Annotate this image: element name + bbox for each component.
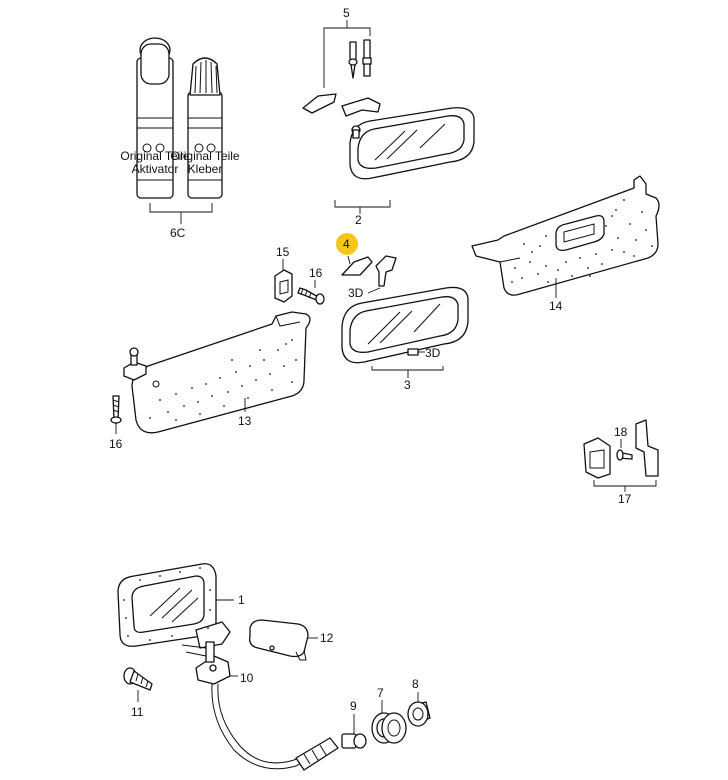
callout-1[interactable]: 1 (238, 593, 245, 607)
visor-clip-15[interactable] (274, 269, 293, 303)
callout-4-highlight (336, 233, 358, 255)
callout-12[interactable]: 12 (320, 631, 334, 645)
adjust-cable[interactable] (211, 683, 321, 770)
callout-3d-b[interactable]: 3D (425, 346, 441, 360)
mirror-assembly-3[interactable] (341, 255, 469, 364)
callout-13[interactable]: 13 (238, 414, 252, 428)
sun-visor-14[interactable] (471, 175, 660, 296)
grommet-7[interactable] (371, 712, 407, 744)
bracket-6c (149, 203, 213, 224)
callout-3d-a[interactable]: 3D (348, 286, 364, 300)
sun-visor-13-texture (149, 339, 297, 421)
screw-11[interactable] (123, 667, 153, 691)
nut-9[interactable] (341, 733, 367, 749)
pin-part-5b[interactable] (362, 39, 372, 77)
wedge-pad-5[interactable] (302, 93, 337, 114)
bracket-3 (371, 366, 444, 378)
bracket-5 (323, 20, 371, 88)
mirror-assembly-2[interactable] (341, 97, 475, 180)
callout-6c[interactable]: 6C (170, 226, 186, 240)
bottle-aktivator-label: Aktivator (132, 162, 179, 176)
callout-5[interactable]: 5 (343, 6, 350, 20)
screw-16-a[interactable] (297, 287, 325, 305)
callout-16-b[interactable]: 16 (109, 437, 123, 451)
callout-7[interactable]: 7 (377, 686, 384, 700)
callout-4[interactable]: 4 (343, 237, 350, 251)
callout-3[interactable]: 3 (404, 378, 411, 392)
callout-15[interactable]: 15 (276, 245, 290, 259)
exterior-mirror-1[interactable] (117, 563, 231, 649)
bracket-2 (334, 200, 391, 214)
sun-visor-14-texture (511, 199, 653, 283)
knob-8[interactable] (407, 701, 431, 727)
callout-2[interactable]: 2 (355, 213, 362, 227)
bottle-kleber-smalltext: Original Teile (170, 149, 239, 163)
bottle-aktivator-smalltext: Original Teile (120, 149, 189, 163)
visor-bracket-17[interactable] (583, 419, 659, 479)
callout-8[interactable]: 8 (412, 677, 419, 691)
callout-17[interactable]: 17 (618, 492, 632, 506)
screw-16-b[interactable] (110, 395, 122, 425)
cable-sleeve[interactable] (295, 737, 339, 771)
bracket-17 (593, 480, 657, 492)
screw-18[interactable] (616, 449, 633, 461)
bottle-kleber[interactable]: Kleber Original Teile (170, 57, 240, 199)
exterior-mirror-1-texture (123, 567, 211, 641)
sun-visor-13[interactable] (123, 311, 311, 434)
mount-base-10[interactable] (181, 641, 231, 685)
callout-18[interactable]: 18 (614, 425, 628, 439)
callout-14[interactable]: 14 (549, 299, 563, 313)
bottle-kleber-label: Kleber (188, 162, 223, 176)
callout-9[interactable]: 9 (350, 699, 357, 713)
callout-10[interactable]: 10 (240, 671, 254, 685)
wedge-pad-4[interactable] (341, 256, 373, 276)
callout-11[interactable]: 11 (131, 705, 144, 719)
callout-16-a[interactable]: 16 (309, 266, 323, 280)
trim-cover-12[interactable] (249, 619, 309, 661)
bottle-aktivator[interactable]: Aktivator Original Teile (120, 37, 190, 199)
pin-part-5a[interactable] (348, 41, 358, 79)
